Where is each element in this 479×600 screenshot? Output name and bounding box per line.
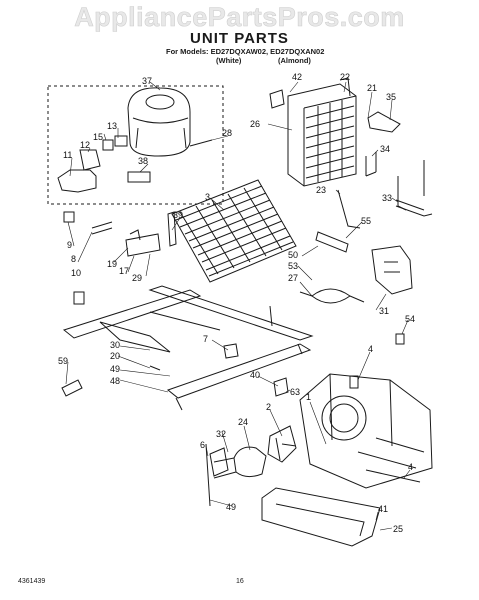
callout-35: 35 xyxy=(386,92,396,102)
compressor-group xyxy=(47,85,224,205)
condenser-coil xyxy=(171,179,297,283)
callout-22: 22 xyxy=(340,72,350,82)
callout-7: 7 xyxy=(203,334,208,344)
left-small-parts xyxy=(61,211,273,397)
callout-4a: 4 xyxy=(368,344,373,354)
callout-41: 41 xyxy=(378,504,388,514)
callout-48: 48 xyxy=(110,376,120,386)
callout-19: 19 xyxy=(107,259,117,269)
callout-15: 15 xyxy=(93,132,103,142)
callout-labels: 37 28 13 15 12 11 38 42 22 21 35 26 34 3… xyxy=(58,72,415,534)
callout-2: 2 xyxy=(266,402,271,412)
callout-17: 17 xyxy=(119,266,129,276)
callout-3: 3 xyxy=(205,192,210,202)
callout-34: 34 xyxy=(380,144,390,154)
page-number: 16 xyxy=(236,578,244,585)
fan-shroud xyxy=(273,373,433,489)
callout-9: 9 xyxy=(67,240,72,250)
callout-38: 38 xyxy=(138,156,148,166)
callout-33: 33 xyxy=(382,193,392,203)
callout-12: 12 xyxy=(80,140,90,150)
leader-lines xyxy=(65,81,411,531)
callout-54: 54 xyxy=(405,314,415,324)
models-line: For Models: ED27DQXAW02, ED27DQXAN02 xyxy=(166,47,325,56)
callout-32: 32 xyxy=(216,429,226,439)
callout-49b: 49 xyxy=(226,502,236,512)
watermark: AppliancePartsPros.com xyxy=(74,2,405,33)
callout-28: 28 xyxy=(222,128,232,138)
variant-almond: (Almond) xyxy=(278,56,311,65)
callout-20: 20 xyxy=(110,351,120,361)
base-rails xyxy=(62,285,314,411)
callout-31: 31 xyxy=(379,306,389,316)
callout-26: 26 xyxy=(250,119,260,129)
callout-1: 1 xyxy=(306,392,311,402)
callout-13: 13 xyxy=(107,121,117,131)
callout-37: 37 xyxy=(142,76,152,86)
document-number: 4361439 xyxy=(18,578,46,585)
callout-49a: 49 xyxy=(110,364,120,374)
callout-59: 59 xyxy=(58,356,68,366)
callout-63: 63 xyxy=(290,387,300,397)
right-small-parts xyxy=(299,111,433,345)
variant-white: (White) xyxy=(216,56,242,65)
callout-27: 27 xyxy=(288,273,298,283)
callout-11: 11 xyxy=(63,150,72,160)
callout-42: 42 xyxy=(292,72,302,82)
callout-55: 55 xyxy=(361,216,371,226)
callout-23: 23 xyxy=(316,185,326,195)
callout-30: 30 xyxy=(110,340,120,350)
drain-pan xyxy=(261,487,381,547)
page-title: UNIT PARTS xyxy=(190,30,289,47)
callout-4b: 4 xyxy=(408,462,413,472)
callout-24: 24 xyxy=(238,417,248,427)
callout-21: 21 xyxy=(367,83,377,93)
callout-8: 8 xyxy=(71,254,76,264)
callout-39: 39 xyxy=(173,210,183,220)
callout-6: 6 xyxy=(200,440,205,450)
callout-25: 25 xyxy=(393,524,403,534)
callout-40: 40 xyxy=(250,370,260,380)
callout-53: 53 xyxy=(288,261,298,271)
callout-10: 10 xyxy=(71,268,81,278)
fan-motor-assembly xyxy=(205,425,297,507)
evaporator xyxy=(269,77,357,187)
callout-50: 50 xyxy=(288,250,298,260)
callout-29: 29 xyxy=(132,273,142,283)
